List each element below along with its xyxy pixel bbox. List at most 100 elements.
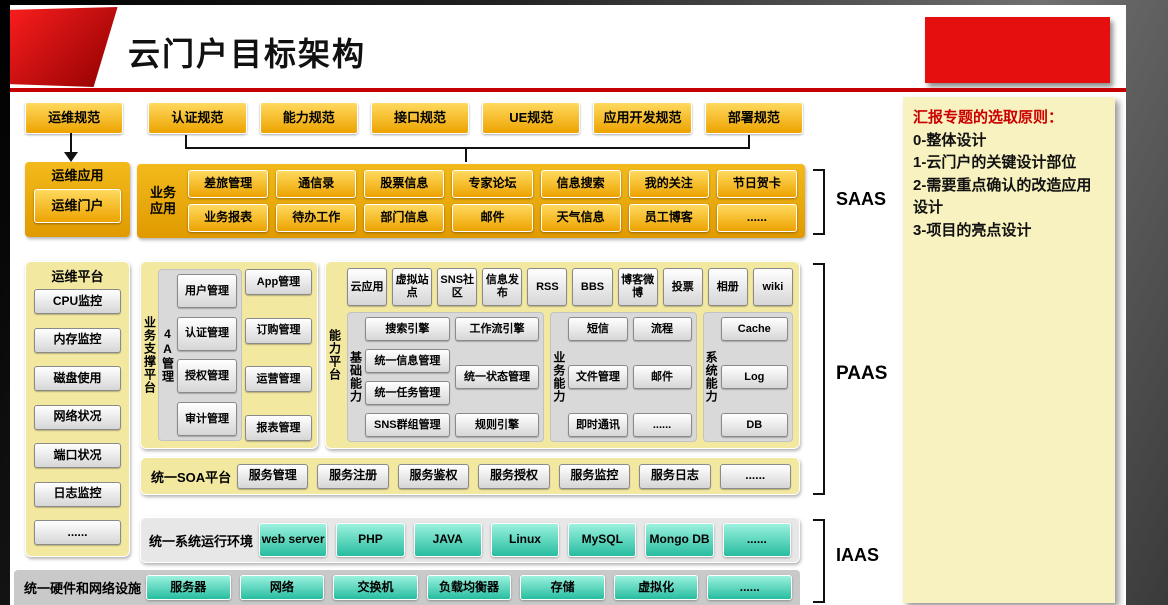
capability-label: 能力平台 bbox=[327, 329, 342, 381]
business-capability-item: 流程 bbox=[632, 317, 692, 341]
business-app-box: 业务应用 差旅管理通信录股票信息专家论坛信息搜索我的关注节日贺卡 业务报表待办工… bbox=[137, 164, 805, 238]
basic-capability-item: SNS群组管理 bbox=[365, 413, 450, 437]
basic-capability-item: 工作流引擎 bbox=[454, 317, 540, 341]
iaas-bracket bbox=[813, 519, 825, 603]
runtime-label: 统一系统运行环境 bbox=[149, 533, 254, 549]
red-accent-shape bbox=[10, 7, 118, 87]
soa-service-item: 服务鉴权 bbox=[397, 463, 470, 489]
cloud-app-item: 虚拟站点 bbox=[392, 268, 433, 306]
basic-capability-item: 搜索引擎 bbox=[365, 317, 450, 341]
hardware-label: 统一硬件和网络设施 bbox=[24, 581, 142, 596]
hardware-item: 网络 bbox=[239, 575, 325, 600]
cloud-app-item: RSS bbox=[527, 268, 568, 306]
hardware-item: 存储 bbox=[520, 575, 605, 600]
business-capability-label: 业务能力 bbox=[551, 351, 566, 403]
note-line: 3-项目的亮点设计 bbox=[913, 221, 1032, 239]
ops-platform-items: CPU监控内存监控磁盘使用网络状况端口状况日志监控...... bbox=[34, 289, 121, 545]
connector-tick-center bbox=[465, 147, 467, 162]
soa-items: 服务管理服务注册服务鉴权服务授权服务监控服务日志...... bbox=[237, 463, 799, 489]
iam-item: 授权管理 bbox=[177, 359, 237, 394]
basic-capability-item: 统一状态管理 bbox=[454, 365, 540, 389]
basic-capability-label: 基础能力 bbox=[348, 351, 363, 403]
soa-service-item: 服务管理 bbox=[237, 463, 309, 489]
cloud-app-item: BBS bbox=[572, 268, 613, 306]
redaction-box bbox=[925, 17, 1110, 83]
arrow-stem bbox=[70, 133, 72, 153]
saas-app-button: 节日贺卡 bbox=[716, 170, 797, 198]
business-capability-item: 邮件 bbox=[632, 365, 692, 389]
runtime-item: Mongo DB bbox=[645, 523, 714, 557]
business-capability-item: 即时通讯 bbox=[568, 413, 628, 437]
basic-capability-item: 规则引擎 bbox=[454, 413, 540, 437]
system-capability-item: Cache bbox=[720, 317, 788, 341]
soa-service-item: 服务注册 bbox=[317, 463, 389, 489]
spec-button: 接口规范 bbox=[370, 102, 470, 134]
cloud-app-item: 博客微博 bbox=[617, 268, 658, 306]
runtime-item: JAVA bbox=[413, 523, 482, 557]
ops-monitor-item: 日志监控 bbox=[34, 481, 121, 507]
spec-button: 认证规范 bbox=[148, 102, 247, 134]
mgmt-item: 订购管理 bbox=[245, 317, 312, 344]
note-line: 2-需要重点确认的改造应用设计 bbox=[913, 176, 1092, 217]
ops-platform-panel: 运维平台 CPU监控内存监控磁盘使用网络状况端口状况日志监控...... bbox=[25, 261, 130, 557]
ops-monitor-item: 磁盘使用 bbox=[34, 366, 121, 391]
business-capability-item: 文件管理 bbox=[568, 365, 628, 389]
saas-app-button: ...... bbox=[716, 204, 797, 232]
page-title: 云门户目标架构 bbox=[128, 36, 367, 72]
spec-button-row: 运维规范认证规范能力规范接口规范 UE规范应用开发规范部署规范 bbox=[25, 102, 803, 134]
basic-capability-col2: 工作流引擎统一状态管理规则引擎 bbox=[454, 317, 540, 437]
soa-service-item: 服务日志 bbox=[639, 463, 711, 489]
saas-app-button: 股票信息 bbox=[364, 170, 445, 198]
ops-monitor-item: 内存监控 bbox=[34, 327, 121, 353]
spec-button: UE规范 bbox=[482, 102, 581, 134]
saas-app-button: 天气信息 bbox=[540, 204, 621, 232]
saas-app-button: 我的关注 bbox=[628, 170, 709, 198]
system-capability-item: Log bbox=[720, 365, 788, 389]
hardware-bar: 统一硬件和网络设施 服务器网络交换机负载均衡器存储虚拟化...... bbox=[14, 570, 800, 605]
system-capability-label: 系统能力 bbox=[704, 351, 719, 403]
spec-button: 部署规范 bbox=[704, 102, 803, 134]
basic-capability-item: 统一信息管理 bbox=[365, 349, 450, 373]
saas-label: SAAS bbox=[836, 189, 887, 209]
runtime-item: web server bbox=[259, 523, 328, 557]
business-app-label: 业务应用 bbox=[149, 184, 176, 216]
group-4a-label: 4A管理 bbox=[160, 327, 175, 383]
iaas-label: IAAS bbox=[836, 545, 880, 565]
ops-app-label: 运维应用 bbox=[51, 168, 104, 183]
connector-line bbox=[185, 147, 750, 149]
saas-app-button: 待办工作 bbox=[276, 204, 357, 232]
hardware-items: 服务器网络交换机负载均衡器存储虚拟化...... bbox=[146, 575, 800, 600]
runtime-item: MySQL bbox=[568, 523, 637, 557]
soa-bar: 统一SOA平台 服务管理服务注册服务鉴权服务授权服务监控服务日志...... bbox=[140, 457, 800, 495]
iam-item: 认证管理 bbox=[177, 316, 237, 351]
ops-monitor-item: 端口状况 bbox=[34, 443, 121, 468]
group-4a-items: 用户管理认证管理授权管理审计管理 bbox=[177, 274, 237, 436]
system-capability-item: DB bbox=[720, 413, 788, 437]
cloud-app-item: 信息发布 bbox=[482, 268, 523, 306]
soa-service-item: ...... bbox=[719, 463, 791, 489]
spec-button: 运维规范 bbox=[25, 102, 124, 134]
cloud-app-item: 投票 bbox=[662, 268, 703, 306]
spec-button: 应用开发规范 bbox=[593, 102, 692, 134]
spec-button: 能力规范 bbox=[259, 102, 358, 134]
connector-tick-left bbox=[185, 135, 187, 147]
saas-app-button: 员工博客 bbox=[628, 204, 709, 232]
hardware-item: 服务器 bbox=[146, 575, 231, 600]
saas-app-rows: 差旅管理通信录股票信息专家论坛信息搜索我的关注节日贺卡 业务报表待办工作部门信息… bbox=[180, 164, 805, 238]
runtime-item: Linux bbox=[490, 523, 560, 557]
ops-monitor-item: ...... bbox=[34, 520, 121, 545]
iam-item: 审计管理 bbox=[177, 401, 237, 436]
hardware-item: 虚拟化 bbox=[613, 575, 699, 600]
iam-item: 用户管理 bbox=[177, 274, 237, 308]
hardware-item: 负载均衡器 bbox=[426, 575, 512, 600]
saas-app-button: 邮件 bbox=[452, 204, 533, 232]
cloud-app-item: 云应用 bbox=[347, 268, 388, 306]
